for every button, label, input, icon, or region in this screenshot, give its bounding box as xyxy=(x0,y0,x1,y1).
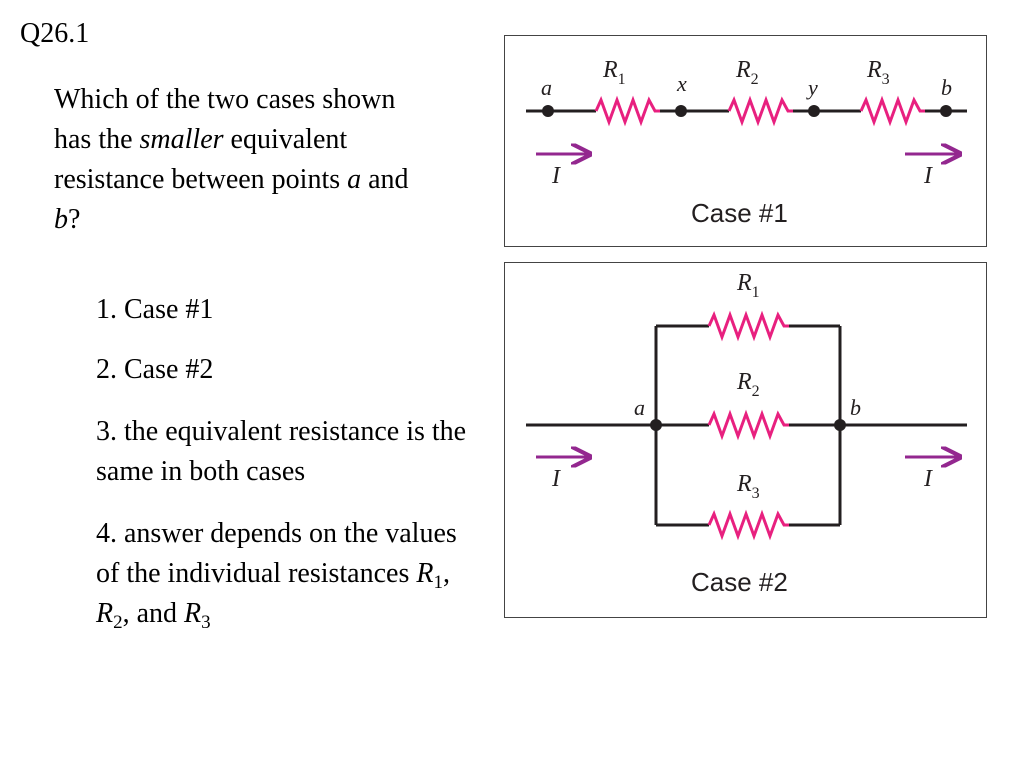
answer-option-3[interactable]: 3. the equivalent resistance is the same… xyxy=(96,412,476,492)
case-1-r2-label: R2 xyxy=(735,57,759,88)
node-b-label: b xyxy=(850,395,861,420)
case-2-r2-label: R2 xyxy=(736,369,760,400)
resistor-r3 xyxy=(707,509,789,541)
answer-option-2-text: 2. Case #2 xyxy=(96,354,214,385)
node-y-label: y xyxy=(806,75,818,100)
case-2-r1-sub: 1 xyxy=(752,284,760,301)
answer-sep-1: , xyxy=(442,558,450,589)
case-1-r3-letter: R xyxy=(866,57,882,83)
answer-list: 1. Case #1 2. Case #2 3. the equivalent … xyxy=(96,290,476,656)
question-var-a: a xyxy=(347,164,362,195)
case-1-diagram: a x y b R1 R2 R3 I I Case #1 xyxy=(504,35,987,247)
node-a-dot xyxy=(542,105,554,117)
node-a-label: a xyxy=(634,395,645,420)
case-2-diagram: a b R1 R2 R3 I I Case #2 xyxy=(504,262,987,618)
case-2-r2-letter: R xyxy=(736,369,752,395)
case-1-r2-sub: 2 xyxy=(751,71,759,88)
case-1-svg: a x y b R1 R2 R3 I I Case #1 xyxy=(526,57,967,228)
answer-option-1[interactable]: 1. Case #1 xyxy=(96,290,476,330)
answer-option-3-text: 3. the equivalent resistance is the same… xyxy=(96,416,467,487)
node-b-dot xyxy=(834,419,846,431)
case-2-r3-sub: 3 xyxy=(752,485,760,502)
question-text: Which of the two cases shown has the sma… xyxy=(54,80,414,240)
resistor-r1 xyxy=(707,310,789,342)
answer-r2-letter: R xyxy=(96,598,114,629)
question-emphasis: smaller xyxy=(139,124,224,155)
case-1-r1-sub: 1 xyxy=(618,71,626,88)
case-1-r3-label: R3 xyxy=(866,57,890,88)
question-part-4: ? xyxy=(68,204,81,235)
answer-option-4[interactable]: 4. answer depends on the values of the i… xyxy=(96,514,476,634)
current-label-right: I xyxy=(923,163,933,189)
node-b-dot xyxy=(940,105,952,117)
case-2-r2-sub: 2 xyxy=(752,383,760,400)
resistor-r2 xyxy=(727,95,793,127)
answer-option-1-text: 1. Case #1 xyxy=(96,294,214,325)
question-part-3: and xyxy=(361,164,409,195)
case-1-r3-sub: 3 xyxy=(882,71,890,88)
case-1-r2-letter: R xyxy=(735,57,751,83)
node-x-dot xyxy=(675,105,687,117)
case-2-caption: Case #2 xyxy=(691,567,788,597)
case-2-r1-label: R1 xyxy=(736,270,760,301)
answer-r1-sub: 1 xyxy=(433,572,443,593)
current-label-left: I xyxy=(551,466,561,492)
case-1-caption: Case #1 xyxy=(691,198,788,228)
answer-option-2[interactable]: 2. Case #2 xyxy=(96,350,476,390)
node-a-label: a xyxy=(541,75,552,100)
node-b-label: b xyxy=(941,75,952,100)
question-part-1: Which of the two cases shown has the xyxy=(54,84,396,155)
case-2-r3-letter: R xyxy=(736,471,752,497)
case-2-svg: a b R1 R2 R3 I I Case #2 xyxy=(526,270,967,597)
answer-r3-letter: R xyxy=(184,598,202,629)
node-y-dot xyxy=(808,105,820,117)
current-label-right: I xyxy=(923,466,933,492)
resistor-r3 xyxy=(859,95,925,127)
case-1-r1-label: R1 xyxy=(602,57,626,88)
case-1-r1-letter: R xyxy=(602,57,618,83)
answer-r3-sub: 3 xyxy=(201,612,211,633)
resistor-r1 xyxy=(594,95,660,127)
question-id: Q26.1 xyxy=(20,18,90,49)
answer-sep-2: , and xyxy=(122,598,185,629)
question-var-b: b xyxy=(54,204,68,235)
resistor-r2 xyxy=(707,409,789,441)
case-2-r1-letter: R xyxy=(736,270,752,296)
current-label-left: I xyxy=(551,163,561,189)
question-part-2: equivalent resistance between points xyxy=(54,124,348,195)
node-a-dot xyxy=(650,419,662,431)
answer-r1-letter: R xyxy=(416,558,434,589)
node-x-label: x xyxy=(676,71,687,96)
answer-option-4-prefix: 4. answer depends on the values of the i… xyxy=(96,518,457,589)
answer-r2-sub: 2 xyxy=(113,612,123,633)
case-2-r3-label: R3 xyxy=(736,471,760,502)
